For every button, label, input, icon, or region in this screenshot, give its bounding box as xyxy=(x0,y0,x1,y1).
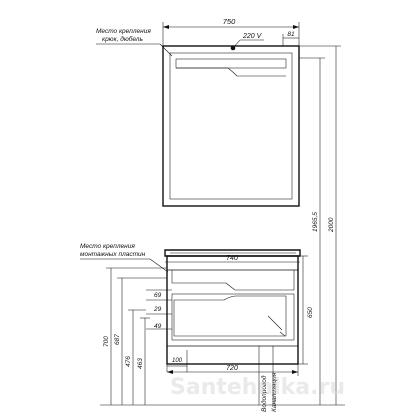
dim-mirror-width: 750 xyxy=(162,17,300,46)
dim-687-label: 687 xyxy=(114,334,121,345)
dim-476-label: 476 xyxy=(125,356,132,367)
cabinet-mount-label-1: Место крепления xyxy=(80,243,135,250)
cabinet-mount-callout: Место крепления монтажных пластин xyxy=(80,243,169,273)
mirror-mount-label-1: Место крепления xyxy=(96,28,151,35)
dim-bottom: 100 720 xyxy=(166,350,299,376)
siphon-area xyxy=(173,295,287,337)
cabinet-mount-label-2: монтажных пластин xyxy=(80,251,146,258)
sewage-label: Канализация xyxy=(271,372,278,412)
drawer-front xyxy=(171,293,295,341)
pipe-detail xyxy=(267,315,286,337)
cabinet-body xyxy=(166,255,299,365)
dim-29-label: 29 xyxy=(153,306,162,313)
vanity-cabinet xyxy=(164,249,301,365)
mirror-mount-callout: Место крепления крюк, дюбель xyxy=(96,28,173,57)
dim-700-label: 700 xyxy=(103,336,110,347)
dim-740-label: 740 xyxy=(226,255,238,262)
dim-750-label: 750 xyxy=(223,17,236,26)
dim-100-label: 100 xyxy=(172,358,183,364)
dim-49-label: 49 xyxy=(154,323,162,330)
water-supply-label: Водопровод xyxy=(260,375,268,412)
dim-1965-label: 1965,5 xyxy=(312,212,319,232)
dim-463-label: 463 xyxy=(137,358,144,369)
mirror-mount-label-2: крюк, дюбель xyxy=(102,35,143,43)
dim-2000-label: 2000 xyxy=(328,217,335,233)
mirror-outer-frame xyxy=(162,45,300,207)
mirror-light-strip xyxy=(175,58,287,69)
watermark: Santehnika.ru xyxy=(170,375,345,400)
dim-81: 81 xyxy=(282,31,299,46)
dim-81-label: 81 xyxy=(287,31,295,38)
cabinet-upper-panel xyxy=(171,270,295,291)
mirror-inner-frame xyxy=(169,52,293,200)
right-vertical-dims: 650 1965,5 2000 xyxy=(298,45,341,405)
plumbing-labels: Водопровод Канализация xyxy=(258,346,278,412)
dim-69-label: 69 xyxy=(154,292,162,299)
left-vertical-dims: 700 687 476 463 xyxy=(100,267,345,406)
dim-720-label: 720 xyxy=(226,365,238,372)
voltage-callout: 220 V xyxy=(232,33,264,49)
mirror-light-curve xyxy=(176,67,286,77)
inner-dims: 69 29 49 xyxy=(146,289,172,330)
mirror xyxy=(162,45,300,207)
dim-650-label: 650 xyxy=(307,307,314,318)
voltage-label: 220 V xyxy=(242,33,263,40)
dim-cabinet-top: 740 xyxy=(165,255,300,263)
